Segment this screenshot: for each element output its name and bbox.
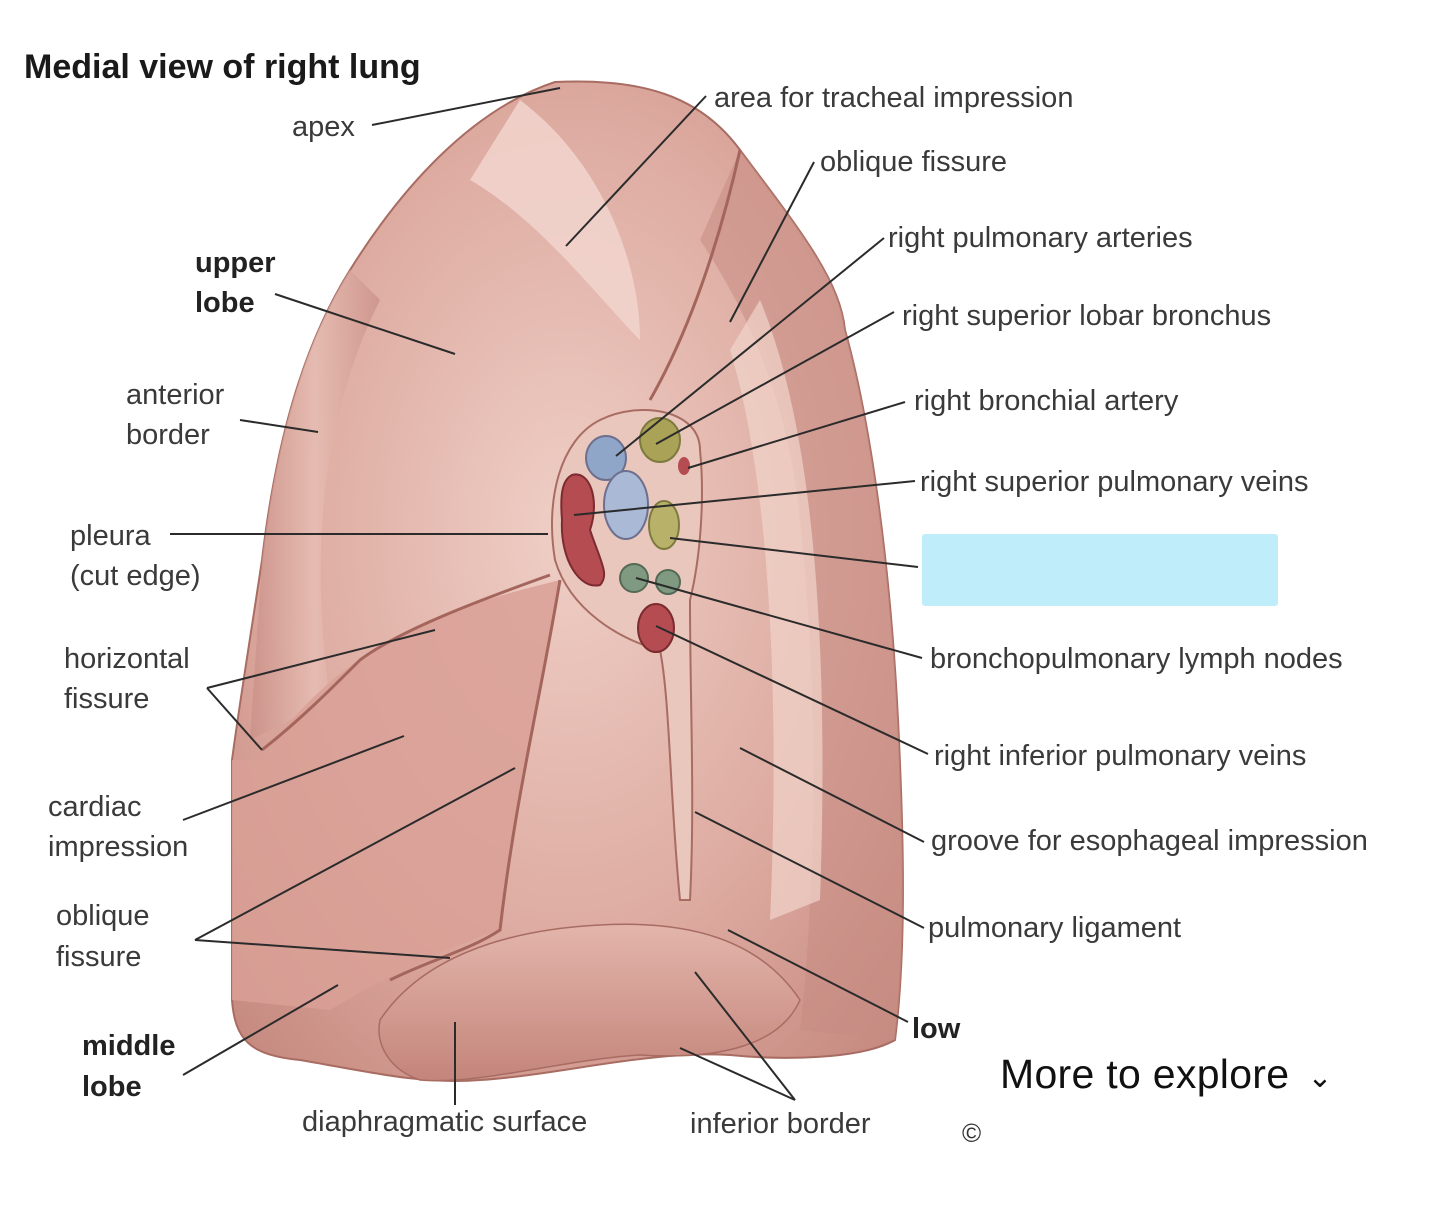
label-horizontal-fissure-1: horizontal bbox=[64, 643, 190, 675]
lymph-node-1 bbox=[619, 563, 649, 593]
lymph-node-2 bbox=[655, 569, 681, 595]
esophageal-groove bbox=[730, 300, 823, 920]
leader-inferior-1 bbox=[679, 1047, 796, 1101]
leader-apex bbox=[371, 87, 561, 126]
bottom-labels: diaphragmatic surface inferior border bbox=[302, 1106, 871, 1140]
leader-lower bbox=[727, 929, 909, 1023]
tracheal-groove bbox=[470, 100, 640, 340]
pulmonary-artery-vessel-2 bbox=[603, 470, 649, 540]
lung-illustration bbox=[231, 80, 904, 1082]
label-cardiac-impression-2: impression bbox=[48, 831, 188, 863]
label-diaphragmatic-surface: diaphragmatic surface bbox=[302, 1106, 587, 1138]
leader-ligament bbox=[694, 811, 925, 929]
leader-upper-lobe bbox=[274, 293, 456, 355]
label-pleura-2: (cut edge) bbox=[70, 560, 201, 592]
more-to-explore-label: More to explore bbox=[1000, 1050, 1290, 1097]
label-superior-lobar-bronchus: right superior lobar bronchus bbox=[902, 300, 1271, 332]
leader-middle-lobe bbox=[182, 984, 339, 1076]
diaphragmatic-base bbox=[378, 923, 801, 1082]
inferior-vein-vessel bbox=[637, 603, 675, 653]
label-pulmonary-arteries: right pulmonary arteries bbox=[888, 222, 1193, 254]
hilum bbox=[551, 409, 703, 901]
bronchial-artery-vessel bbox=[678, 457, 690, 475]
label-inferior-border: inferior border bbox=[690, 1108, 871, 1140]
horizontal-fissure-line bbox=[261, 573, 551, 752]
label-lymph-nodes: bronchopulmonary lymph nodes bbox=[930, 643, 1343, 675]
leader-hidden bbox=[669, 537, 919, 568]
label-horizontal-fissure-2: fissure bbox=[64, 683, 149, 715]
leader-pulmonary-arteries bbox=[615, 237, 885, 457]
label-upper-lobe-2: lobe bbox=[195, 287, 255, 319]
label-apex: apex bbox=[292, 111, 355, 143]
leader-esophageal bbox=[739, 747, 925, 843]
label-inferior-pulmonary-veins: right inferior pulmonary veins bbox=[934, 740, 1306, 772]
leader-oblique-1 bbox=[194, 767, 516, 941]
label-anterior-border-1: anterior bbox=[126, 379, 225, 411]
leader-horizontal-2 bbox=[206, 687, 263, 751]
leader-lines bbox=[170, 87, 929, 1105]
chevron-down-icon: ⌄ bbox=[1307, 1060, 1333, 1094]
pulmonary-artery-vessel bbox=[585, 435, 627, 481]
label-oblique-fissure-right: oblique fissure bbox=[820, 146, 1007, 178]
leader-horizontal-1 bbox=[206, 629, 436, 689]
leader-cardiac bbox=[182, 735, 405, 821]
hidden-label-box[interactable] bbox=[922, 534, 1278, 606]
label-cardiac-impression-1: cardiac bbox=[48, 791, 142, 823]
left-labels: apex upper lobe anterior border pleura (… bbox=[48, 111, 355, 1103]
label-upper-lobe-1: upper bbox=[195, 247, 276, 279]
leader-oblique-right bbox=[729, 161, 815, 323]
copyright-symbol: © bbox=[962, 1118, 982, 1148]
posterior-band bbox=[700, 150, 903, 1040]
label-bronchial-artery: right bronchial artery bbox=[914, 385, 1179, 417]
label-lower-lobe-partial: low bbox=[912, 1013, 961, 1045]
label-superior-pulmonary-veins: right superior pulmonary veins bbox=[920, 466, 1308, 498]
leader-oblique-2 bbox=[194, 939, 451, 959]
leader-inferior-2 bbox=[694, 971, 796, 1101]
leader-superior-veins bbox=[573, 480, 916, 516]
label-pulmonary-ligament: pulmonary ligament bbox=[928, 912, 1181, 944]
label-pleura-1: pleura bbox=[70, 520, 151, 552]
leader-lobar-bronchus bbox=[655, 311, 895, 445]
leader-inferior-veins bbox=[655, 625, 929, 755]
middle-lobe-region bbox=[232, 580, 560, 1010]
anterior-border-band bbox=[250, 270, 380, 740]
label-anterior-border-2: border bbox=[126, 419, 210, 451]
right-labels: area for tracheal impression oblique fis… bbox=[714, 82, 1368, 1045]
label-oblique-fissure-1: oblique bbox=[56, 900, 150, 932]
lobar-bronchus-vessel-2 bbox=[648, 500, 680, 550]
label-oblique-fissure-2: fissure bbox=[56, 941, 141, 973]
oblique-fissure-line bbox=[389, 149, 742, 982]
more-to-explore-button[interactable]: More to explore ⌄ bbox=[1000, 1042, 1420, 1106]
label-tracheal-impression: area for tracheal impression bbox=[714, 82, 1073, 114]
superior-vein-vessel bbox=[560, 473, 606, 587]
label-esophageal-impression: groove for esophageal impression bbox=[931, 825, 1368, 857]
diagram-title: Medial view of right lung bbox=[24, 48, 421, 86]
lobar-bronchus-vessel bbox=[639, 417, 681, 463]
label-middle-lobe-1: middle bbox=[82, 1030, 175, 1062]
leader-anterior-border bbox=[239, 419, 319, 433]
leader-tracheal bbox=[565, 95, 707, 247]
label-middle-lobe-2: lobe bbox=[82, 1071, 142, 1103]
leader-lymph bbox=[635, 577, 923, 659]
leader-bronchial-artery bbox=[687, 401, 906, 469]
